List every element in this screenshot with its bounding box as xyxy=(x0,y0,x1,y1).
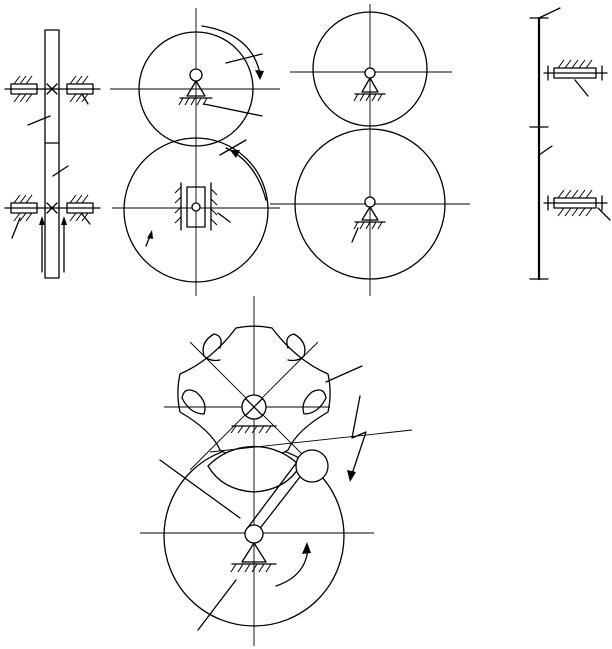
geneva-mechanism xyxy=(140,296,413,646)
shaft-side-view xyxy=(529,7,611,281)
lower-bearing xyxy=(553,197,597,209)
leader-line xyxy=(538,7,561,19)
leader-line xyxy=(197,579,237,631)
leader-line xyxy=(325,365,363,383)
pivot-joint xyxy=(189,68,203,82)
leader-line xyxy=(203,103,263,117)
gear-pair-with-slider xyxy=(110,8,280,296)
crank-arm xyxy=(245,457,301,531)
leader-line xyxy=(538,145,553,156)
slot xyxy=(302,389,327,415)
leader-line xyxy=(217,212,231,223)
lower-right-bearing xyxy=(66,202,94,214)
gear-train-side-view xyxy=(4,29,101,279)
slider-pin xyxy=(191,202,201,212)
pivot-joint xyxy=(364,196,376,208)
leader-line xyxy=(597,207,611,221)
roller-pin xyxy=(295,449,329,483)
leader-line xyxy=(219,139,247,156)
leader-line xyxy=(351,227,359,243)
leader-line xyxy=(81,93,89,105)
indexing-arrow xyxy=(351,395,367,475)
upper-bearing xyxy=(553,67,597,79)
leader-line xyxy=(574,79,589,97)
slider-block xyxy=(186,186,206,228)
leader-line xyxy=(27,115,51,126)
upper-rotation-arrow xyxy=(201,25,261,75)
gear-pair-plain xyxy=(270,4,470,296)
slot xyxy=(286,333,306,362)
lower-left-bearing xyxy=(10,202,38,214)
slot xyxy=(202,333,222,362)
gear-stack-side xyxy=(44,29,60,279)
upper-right-bearing xyxy=(66,83,94,95)
leader-line xyxy=(225,53,263,64)
leader-line xyxy=(11,217,21,239)
roller-centerline xyxy=(209,429,413,453)
leader-line xyxy=(159,459,241,519)
leader-line xyxy=(52,165,69,177)
pivot-joint xyxy=(364,67,376,79)
disc-pivot xyxy=(244,524,264,544)
upper-left-bearing xyxy=(10,83,38,95)
lower-rotation-arrow xyxy=(225,147,267,201)
slot xyxy=(181,389,206,415)
leader-line xyxy=(81,213,91,225)
